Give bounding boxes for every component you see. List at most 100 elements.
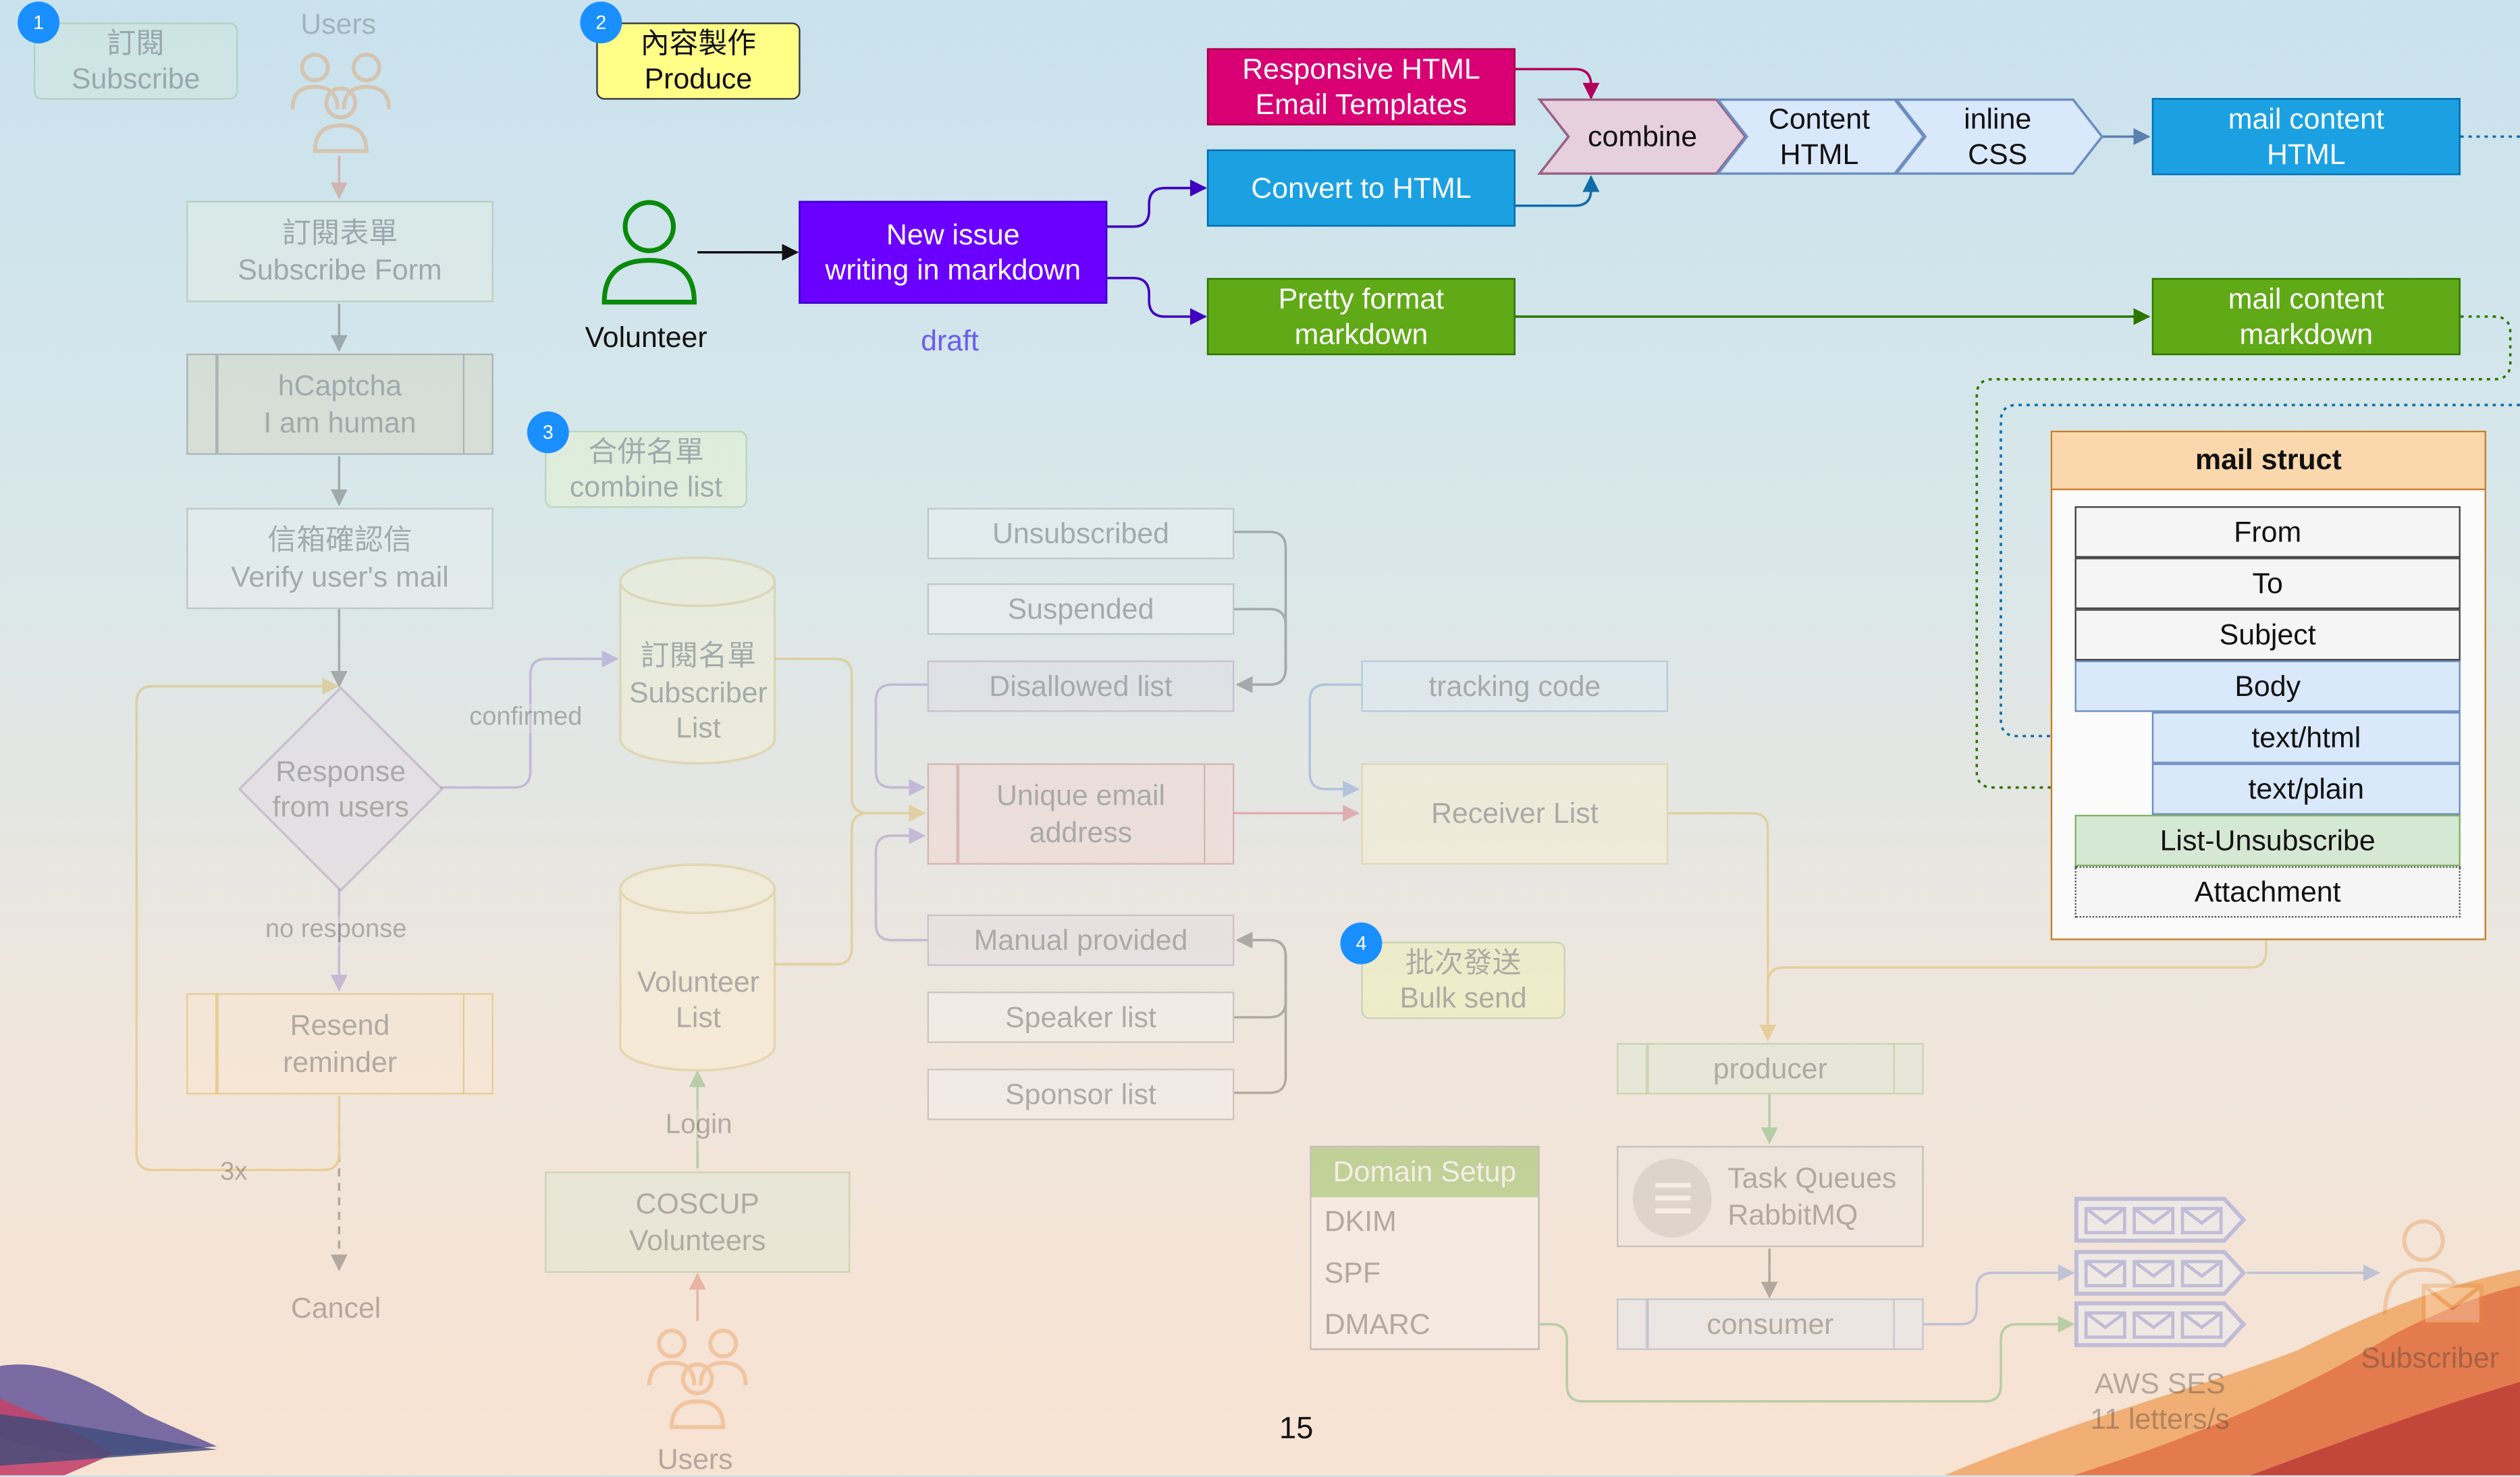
mail-content-html: mail content HTML <box>2151 98 2461 176</box>
producer-process: producer <box>1616 1043 1924 1095</box>
response-decision <box>238 686 444 892</box>
pretty-line-2: markdown <box>1294 318 1428 350</box>
convert-to-html: Convert to HTML <box>1206 149 1516 227</box>
step-combine-list: 合併名單 combine list <box>545 431 748 508</box>
unique-email-line-1: Unique email <box>996 779 1166 812</box>
subscriber-label: Subscriber <box>2361 1341 2500 1374</box>
responsive-line-1: Responsive HTML <box>1242 52 1480 84</box>
coscup-line-2: Volunteers <box>628 1223 766 1256</box>
step-2-badge: 2 <box>580 1 622 44</box>
unique-email-process: Unique email address <box>927 763 1235 865</box>
suspended-list: Suspended <box>927 583 1235 635</box>
users-icon <box>290 52 392 153</box>
combine-step: combine <box>1588 119 1698 153</box>
step-4-badge: 4 <box>1340 922 1383 965</box>
mail-content-markdown: mail content markdown <box>2151 277 2461 356</box>
aws-ses-label: AWS SES 11 letters/s <box>2064 1363 2257 1440</box>
step-subscribe-en: Subscribe <box>71 62 200 95</box>
subscriber-list-line-2: List <box>676 712 721 745</box>
aws-ses-icon <box>2074 1197 2247 1347</box>
page-number: 15 <box>1279 1412 1314 1447</box>
step-produce-zh: 內容製作 <box>640 26 757 59</box>
aws-ses-line-1: AWS SES <box>2094 1366 2226 1399</box>
consumer-process: consumer <box>1616 1298 1924 1350</box>
unique-email-line-2: address <box>1029 815 1133 848</box>
spf-item: SPF <box>1324 1256 1381 1289</box>
dkim-item: DKIM <box>1324 1205 1397 1238</box>
no-response-label: no response <box>265 915 407 945</box>
confirmed-label: confirmed <box>469 703 583 733</box>
volunteer-label: Volunteer <box>585 321 707 354</box>
new-issue-line-1: New issue <box>886 217 1020 250</box>
verify-mail: 信箱確認信 Verify user's mail <box>186 508 493 610</box>
login-label: Login <box>665 1108 732 1142</box>
response-decision-label: Response from users <box>238 731 444 847</box>
step-bulk-send: 批次發送 Bulk send <box>1361 942 1565 1019</box>
queue-icon <box>1632 1158 1712 1238</box>
mail-text-html-row: text/html <box>2151 711 2461 763</box>
resend-line-1: Resend <box>290 1009 390 1042</box>
manual-provided-list: Manual provided <box>927 914 1235 966</box>
mail-html-line-1: mail content <box>2228 102 2384 134</box>
inline-css-line-2: CSS <box>1968 138 2028 171</box>
step-bulk-send-en: Bulk send <box>1399 982 1527 1015</box>
volunteer-list-cylinder <box>619 863 776 1072</box>
step-subscribe: 訂閱 Subscribe <box>33 22 238 100</box>
mail-body-row: Body <box>2074 660 2461 712</box>
new-issue-line-2: writing in markdown <box>825 254 1081 286</box>
mail-text-plain-row: text/plain <box>2151 763 2461 815</box>
hcaptcha-process: hCaptcha I am human <box>186 353 493 455</box>
mail-html-line-2: HTML <box>2266 138 2346 171</box>
subscriber-list-cylinder <box>619 556 776 765</box>
task-queues-line-1: Task Queues <box>1727 1162 1897 1194</box>
resend-reminder: Resend reminder <box>186 993 493 1095</box>
verify-mail-zh: 信箱確認信 <box>267 524 412 556</box>
content-html-step: Content HTML <box>1745 100 1893 174</box>
html-pipeline-steps <box>1537 98 2104 175</box>
coscup-line-1: COSCUP <box>635 1187 759 1220</box>
content-html-line-2: HTML <box>1779 138 1859 171</box>
draft-label: draft <box>921 324 979 357</box>
task-queues-line-2: RabbitMQ <box>1727 1198 1858 1231</box>
mail-attachment-row: Attachment <box>2074 866 2461 918</box>
volunteer-list-line-1: Volunteer <box>637 965 759 998</box>
inline-css-line-1: inline <box>1964 102 2032 134</box>
hcaptcha-line-1: hCaptcha <box>277 369 402 402</box>
consumer-label: consumer <box>1707 1308 1834 1340</box>
coscup-volunteers: COSCUP Volunteers <box>545 1171 851 1273</box>
domain-setup-title: Domain Setup <box>1311 1147 1538 1198</box>
volunteer-list-line-2: List <box>676 1001 721 1033</box>
step-3-badge: 3 <box>527 411 569 454</box>
step-1-badge: 1 <box>18 1 60 44</box>
step-subscribe-zh: 訂閱 <box>107 26 165 59</box>
responsive-line-2: Email Templates <box>1255 88 1468 121</box>
producer-label: producer <box>1713 1052 1827 1085</box>
inline-css-step: inline CSS <box>1924 100 2072 174</box>
subscribe-form-zh: 訂閱表單 <box>282 217 398 250</box>
step-produce: 內容製作 Produce <box>596 22 801 100</box>
mail-from-row: From <box>2074 506 2461 558</box>
new-issue: New issue writing in markdown <box>799 200 1108 304</box>
task-queues: Task Queues RabbitMQ <box>1616 1146 1924 1247</box>
step-produce-en: Produce <box>644 62 753 95</box>
speaker-list: Speaker list <box>927 991 1235 1044</box>
subscriber-list-label: 訂閱名單 Subscriber List <box>619 635 778 750</box>
verify-mail-en: Verify user's mail <box>231 560 449 593</box>
disallowed-list: Disallowed list <box>927 660 1235 712</box>
users-top-label: Users <box>300 7 377 41</box>
step-bulk-send-zh: 批次發送 <box>1405 946 1522 978</box>
users-bottom-label: Users <box>657 1443 733 1476</box>
dmarc-item: DMARC <box>1324 1308 1430 1341</box>
mail-subject-row: Subject <box>2074 609 2461 661</box>
mail-list-unsubscribe-row: List-Unsubscribe <box>2074 815 2461 867</box>
mail-to-row: To <box>2074 558 2461 610</box>
subscribe-form-en: Subscribe Form <box>238 252 442 286</box>
subscriber-list-zh: 訂閱名單 <box>640 640 757 672</box>
mail-md-line-2: markdown <box>2239 318 2374 350</box>
tracking-code: tracking code <box>1361 660 1669 712</box>
step-combine-zh: 合併名單 <box>588 434 704 467</box>
pretty-format-markdown: Pretty format markdown <box>1206 277 1516 356</box>
domain-setup: Domain Setup DKIM SPF DMARC <box>1310 1146 1540 1350</box>
